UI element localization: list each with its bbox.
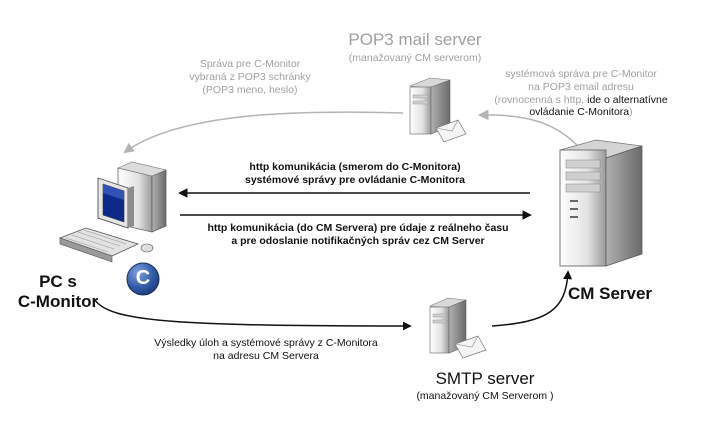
arrow-smtp-to-cm [491, 270, 573, 327]
pc-to-smtp-label: Výsledky úloh a systémové správy z C-Mon… [130, 337, 402, 363]
cm-to-pop3-label-line3-dark: ide o alternatívne [587, 93, 668, 106]
cm-to-pop3-label-line2: na POP3 email adresu [528, 80, 634, 93]
pc-label-line2: C-Monitor [17, 291, 99, 311]
pop3-to-pc-label: Správa pre C-Monitor vybraná z POP3 schr… [170, 58, 330, 96]
pc-icon [58, 161, 167, 263]
pc-to-cm-label-line2: a pre odoslanie notifikačných správ cez … [231, 234, 485, 247]
pc-label-line1: PC s [39, 272, 77, 291]
cm-to-pop3-label-line4-gray: ) [629, 106, 633, 119]
cm-to-pop3-label-line4-dark: ovládanie C-Monitora [529, 106, 630, 119]
arrow-pc-to-smtp [94, 299, 412, 331]
cm-to-pop3-label-line1: systémová správa pre C-Monitor [505, 68, 657, 80]
cm-to-pc-label: http komunikácia (smerom do C-Monitora) … [205, 161, 505, 187]
smtp-server-icon [428, 297, 487, 359]
arrow-cm-to-pop3 [477, 109, 579, 147]
pc-to-cm-label: http komunikácia (do CM Servera) pre úda… [172, 222, 544, 248]
pc-label: PC s C-Monitor [8, 272, 108, 311]
pc-to-smtp-label-line1: Výsledky úloh a systémové správy z C-Mon… [154, 337, 378, 349]
arrow-pop3-to-pc [123, 111, 404, 154]
cm-to-pop3-label: systémová správa pre C-Monitor na POP3 e… [480, 68, 682, 119]
cm-to-pop3-label-line3-gray: (rovnocenná s http, [494, 93, 585, 106]
pop3-server-icon [409, 77, 467, 143]
smtp-server-title: SMTP server [435, 369, 535, 388]
pop3-server-title: POP3 mail server [348, 30, 482, 49]
pc-to-cm-label-line1: http komunikácia (do CM Servera) pre úda… [207, 222, 509, 234]
pop3-to-pc-label-line3: (POP3 meno, heslo) [202, 83, 298, 96]
pop3-server-subtitle: (manažovaný CM serverom) [348, 52, 482, 64]
smtp-server-subtitle: (manažovaný CM Serverom ) [416, 390, 554, 402]
pop3-to-pc-label-line1: Správa pre C-Monitor [199, 58, 301, 70]
cm-server-icon [559, 139, 643, 267]
pop3-to-pc-label-line2: vybraná z POP3 schránky [189, 70, 311, 83]
cm-to-pc-label-line1: http komunikácia (smerom do C-Monitora) [249, 161, 461, 173]
cm-server-label: CM Server [567, 284, 653, 303]
pc-to-smtp-label-line2: na adresu CM Servera [213, 349, 319, 362]
c-monitor-badge-icon [126, 262, 160, 296]
c-monitor-badge-letter: C [135, 267, 151, 289]
cm-to-pc-label-line2: systémové správy pre ovládanie C-Monitor… [245, 173, 465, 186]
